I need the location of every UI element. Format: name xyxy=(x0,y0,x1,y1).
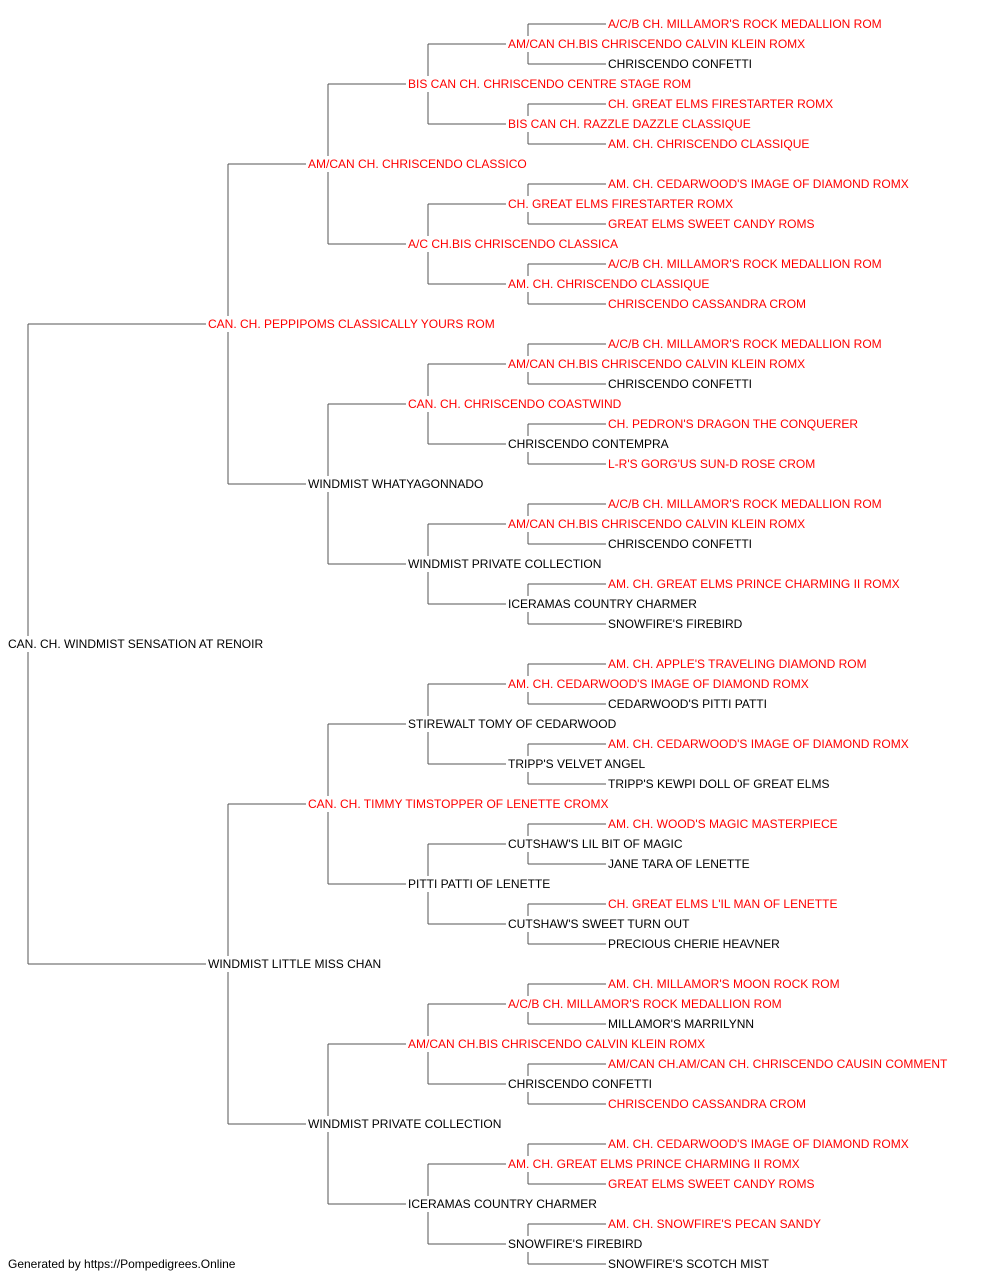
pedigree-entry-sire.sire.dam.dam.dam[interactable]: CHRISCENDO CASSANDRA CROM xyxy=(608,297,807,311)
pedigree-entry-dam.sire.dam.sire.dam[interactable]: JANE TARA OF LENETTE xyxy=(608,857,750,871)
pedigree-entry-sire.sire.sire.dam.sire[interactable]: CH. GREAT ELMS FIRESTARTER ROMX xyxy=(608,97,834,111)
pedigree-entry-dam.sire.sire.dam.dam[interactable]: TRIPP'S KEWPI DOLL OF GREAT ELMS xyxy=(608,777,830,791)
pedigree-entry-dam.sire.sire.sire.dam[interactable]: CEDARWOOD'S PITTI PATTI xyxy=(608,697,767,711)
pedigree-entry-subject[interactable]: CAN. CH. WINDMIST SENSATION AT RENOIR xyxy=(8,637,264,651)
pedigree-entry-dam.dam.dam.dam.dam[interactable]: SNOWFIRE'S SCOTCH MIST xyxy=(608,1257,769,1271)
pedigree-entry-sire.dam.dam[interactable]: WINDMIST PRIVATE COLLECTION xyxy=(408,557,602,571)
pedigree-entry-sire.sire.dam.dam[interactable]: AM. CH. CHRISCENDO CLASSIQUE xyxy=(508,277,710,291)
pedigree-entry-sire.sire.dam[interactable]: A/C CH.BIS CHRISCENDO CLASSICA xyxy=(408,237,619,251)
pedigree-entry-sire.dam.dam.dam.dam[interactable]: SNOWFIRE'S FIREBIRD xyxy=(608,617,743,631)
pedigree-entry-sire.dam.dam.dam.sire[interactable]: AM. CH. GREAT ELMS PRINCE CHARMING II RO… xyxy=(608,577,900,591)
pedigree-entry-dam.dam.dam.dam[interactable]: SNOWFIRE'S FIREBIRD xyxy=(508,1237,643,1251)
pedigree-entry-sire.sire.dam.sire[interactable]: CH. GREAT ELMS FIRESTARTER ROMX xyxy=(508,197,734,211)
pedigree-entry-sire.sire.sire[interactable]: BIS CAN CH. CHRISCENDO CENTRE STAGE ROM xyxy=(408,77,692,91)
pedigree-entry-sire.sire.sire.sire.dam[interactable]: CHRISCENDO CONFETTI xyxy=(608,57,752,71)
pedigree-entry-dam.sire.dam.sire[interactable]: CUTSHAW'S LIL BIT OF MAGIC xyxy=(508,837,683,851)
pedigree-entry-dam.sire.dam.dam.sire[interactable]: CH. GREAT ELMS L'IL MAN OF LENETTE xyxy=(608,897,838,911)
pedigree-entry-sire.sire.dam.sire.sire[interactable]: AM. CH. CEDARWOOD'S IMAGE OF DIAMOND ROM… xyxy=(608,177,909,191)
pedigree-entry-sire[interactable]: CAN. CH. PEPPIPOMS CLASSICALLY YOURS ROM xyxy=(208,317,495,331)
pedigree-entry-dam.dam.sire[interactable]: AM/CAN CH.BIS CHRISCENDO CALVIN KLEIN RO… xyxy=(408,1037,706,1051)
pedigree-entry-dam.dam.sire.sire.dam[interactable]: MILLAMOR'S MARRILYNN xyxy=(608,1017,755,1031)
pedigree-entry-sire.dam.sire.sire[interactable]: AM/CAN CH.BIS CHRISCENDO CALVIN KLEIN RO… xyxy=(508,357,806,371)
pedigree-entry-dam.dam.sire.sire.sire[interactable]: AM. CH. MILLAMOR'S MOON ROCK ROM xyxy=(608,977,840,991)
pedigree-entry-dam.dam.dam.sire.sire[interactable]: AM. CH. CEDARWOOD'S IMAGE OF DIAMOND ROM… xyxy=(608,1137,909,1151)
pedigree-entry-sire.sire.sire.dam.dam[interactable]: AM. CH. CHRISCENDO CLASSIQUE xyxy=(608,137,810,151)
pedigree-entry-sire.dam.dam.dam[interactable]: ICERAMAS COUNTRY CHARMER xyxy=(508,597,697,611)
pedigree-entry-dam.sire.sire.sire.sire[interactable]: AM. CH. APPLE'S TRAVELING DIAMOND ROM xyxy=(608,657,867,671)
pedigree-entry-dam.sire.dam.dam[interactable]: CUTSHAW'S SWEET TURN OUT xyxy=(508,917,690,931)
pedigree-entry-sire.sire.dam.dam.sire[interactable]: A/C/B CH. MILLAMOR'S ROCK MEDALLION ROM xyxy=(608,257,882,271)
pedigree-entry-sire.dam.sire.dam.dam[interactable]: L-R'S GORG'US SUN-D ROSE CROM xyxy=(608,457,816,471)
pedigree-entry-sire.dam.dam.sire.sire[interactable]: A/C/B CH. MILLAMOR'S ROCK MEDALLION ROM xyxy=(608,497,882,511)
pedigree-entry-dam.sire.sire.dam.sire[interactable]: AM. CH. CEDARWOOD'S IMAGE OF DIAMOND ROM… xyxy=(608,737,909,751)
pedigree-entry-sire.dam.sire.dam.sire[interactable]: CH. PEDRON'S DRAGON THE CONQUERER xyxy=(608,417,859,431)
pedigree-entry-dam.dam.dam.sire.dam[interactable]: GREAT ELMS SWEET CANDY ROMS xyxy=(608,1177,815,1191)
generated-by-footer[interactable]: Generated by https://Pompedigrees.Online xyxy=(8,1257,236,1271)
pedigree-entry-dam.dam.sire.dam.dam[interactable]: CHRISCENDO CASSANDRA CROM xyxy=(608,1097,807,1111)
pedigree-entry-dam.dam.dam.dam.sire[interactable]: AM. CH. SNOWFIRE'S PECAN SANDY xyxy=(608,1217,821,1231)
pedigree-entry-sire.dam.dam.sire.dam[interactable]: CHRISCENDO CONFETTI xyxy=(608,537,752,551)
pedigree-entry-sire.dam.sire.sire.dam[interactable]: CHRISCENDO CONFETTI xyxy=(608,377,752,391)
pedigree-entry-sire.dam.sire[interactable]: CAN. CH. CHRISCENDO COASTWIND xyxy=(408,397,622,411)
pedigree-entry-dam.sire[interactable]: CAN. CH. TIMMY TIMSTOPPER OF LENETTE CRO… xyxy=(308,797,609,811)
pedigree-entry-dam.sire.sire.sire[interactable]: AM. CH. CEDARWOOD'S IMAGE OF DIAMOND ROM… xyxy=(508,677,809,691)
pedigree-entry-sire.sire.dam.sire.dam[interactable]: GREAT ELMS SWEET CANDY ROMS xyxy=(608,217,815,231)
pedigree-entry-dam.sire.dam.dam.dam[interactable]: PRECIOUS CHERIE HEAVNER xyxy=(608,937,780,951)
pedigree-entry-dam[interactable]: WINDMIST LITTLE MISS CHAN xyxy=(208,957,382,971)
pedigree-entry-dam.dam.dam[interactable]: ICERAMAS COUNTRY CHARMER xyxy=(408,1197,597,1211)
pedigree-entry-dam.dam.dam.sire[interactable]: AM. CH. GREAT ELMS PRINCE CHARMING II RO… xyxy=(508,1157,800,1171)
pedigree-entry-sire.sire.sire.dam[interactable]: BIS CAN CH. RAZZLE DAZZLE CLASSIQUE xyxy=(508,117,751,131)
pedigree-entry-dam.dam.sire.dam[interactable]: CHRISCENDO CONFETTI xyxy=(508,1077,652,1091)
pedigree-entry-sire.dam.sire.sire.sire[interactable]: A/C/B CH. MILLAMOR'S ROCK MEDALLION ROM xyxy=(608,337,882,351)
pedigree-entry-sire.sire.sire.sire.sire[interactable]: A/C/B CH. MILLAMOR'S ROCK MEDALLION ROM xyxy=(608,17,882,31)
pedigree-entry-dam.sire.sire.dam[interactable]: TRIPP'S VELVET ANGEL xyxy=(508,757,646,771)
pedigree-entry-sire.dam.dam.sire[interactable]: AM/CAN CH.BIS CHRISCENDO CALVIN KLEIN RO… xyxy=(508,517,806,531)
pedigree-entry-dam.sire.sire[interactable]: STIREWALT TOMY OF CEDARWOOD xyxy=(408,717,617,731)
pedigree-entry-sire.dam[interactable]: WINDMIST WHATYAGONNADO xyxy=(308,477,484,491)
pedigree-entry-dam.sire.dam.sire.sire[interactable]: AM. CH. WOOD'S MAGIC MASTERPIECE xyxy=(608,817,838,831)
pedigree-entry-sire.sire.sire.sire[interactable]: AM/CAN CH.BIS CHRISCENDO CALVIN KLEIN RO… xyxy=(508,37,806,51)
pedigree-entry-dam.dam.sire.dam.sire[interactable]: AM/CAN CH.AM/CAN CH. CHRISCENDO CAUSIN C… xyxy=(608,1057,948,1071)
pedigree-entry-dam.dam[interactable]: WINDMIST PRIVATE COLLECTION xyxy=(308,1117,502,1131)
pedigree-entry-dam.dam.sire.sire[interactable]: A/C/B CH. MILLAMOR'S ROCK MEDALLION ROM xyxy=(508,997,782,1011)
pedigree-entry-sire.sire[interactable]: AM/CAN CH. CHRISCENDO CLASSICO xyxy=(308,157,527,171)
pedigree-entry-dam.sire.dam[interactable]: PITTI PATTI OF LENETTE xyxy=(408,877,551,891)
pedigree-entry-sire.dam.sire.dam[interactable]: CHRISCENDO CONTEMPRA xyxy=(508,437,669,451)
